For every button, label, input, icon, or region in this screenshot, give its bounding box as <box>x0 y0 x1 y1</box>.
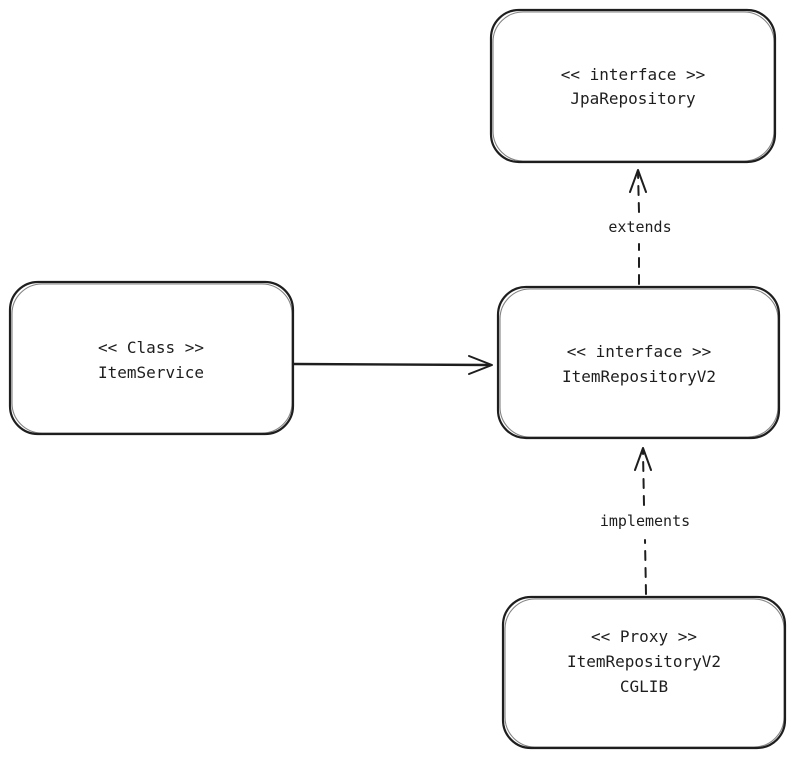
node-stereotype: << interface >> <box>567 342 712 361</box>
node-proxy[interactable]: << Proxy >> ItemRepositoryV2 CGLIB <box>501 595 787 750</box>
edge-line <box>642 451 645 506</box>
node-stereotype: << Class >> <box>98 338 204 357</box>
edge-label: implements <box>600 512 690 530</box>
arrow-head-icon <box>468 355 493 375</box>
edge-extends: extends <box>608 169 672 285</box>
edge-label: extends <box>608 218 671 236</box>
node-stereotype: << Proxy >> <box>591 627 697 646</box>
edge-implements: implements <box>600 447 690 595</box>
edge-line <box>292 362 492 367</box>
edge-line <box>637 171 640 213</box>
node-name: JpaRepository <box>570 89 696 108</box>
node-extra: CGLIB <box>620 677 668 696</box>
arrow-head-icon <box>634 447 652 471</box>
node-name: ItemRepositoryV2 <box>567 652 721 671</box>
node-name: ItemRepositoryV2 <box>562 367 716 386</box>
node-jpa-repository[interactable]: << interface >> JpaRepository <box>489 8 777 164</box>
node-item-service[interactable]: << Class >> ItemService <box>8 280 295 436</box>
node-name: ItemService <box>98 363 204 382</box>
node-item-repository-v2[interactable]: << interface >> ItemRepositoryV2 <box>496 285 781 440</box>
arrow-head-icon <box>629 169 647 193</box>
edge-uses <box>292 355 493 375</box>
node-stereotype: << interface >> <box>561 65 706 84</box>
edge-line <box>644 539 647 595</box>
